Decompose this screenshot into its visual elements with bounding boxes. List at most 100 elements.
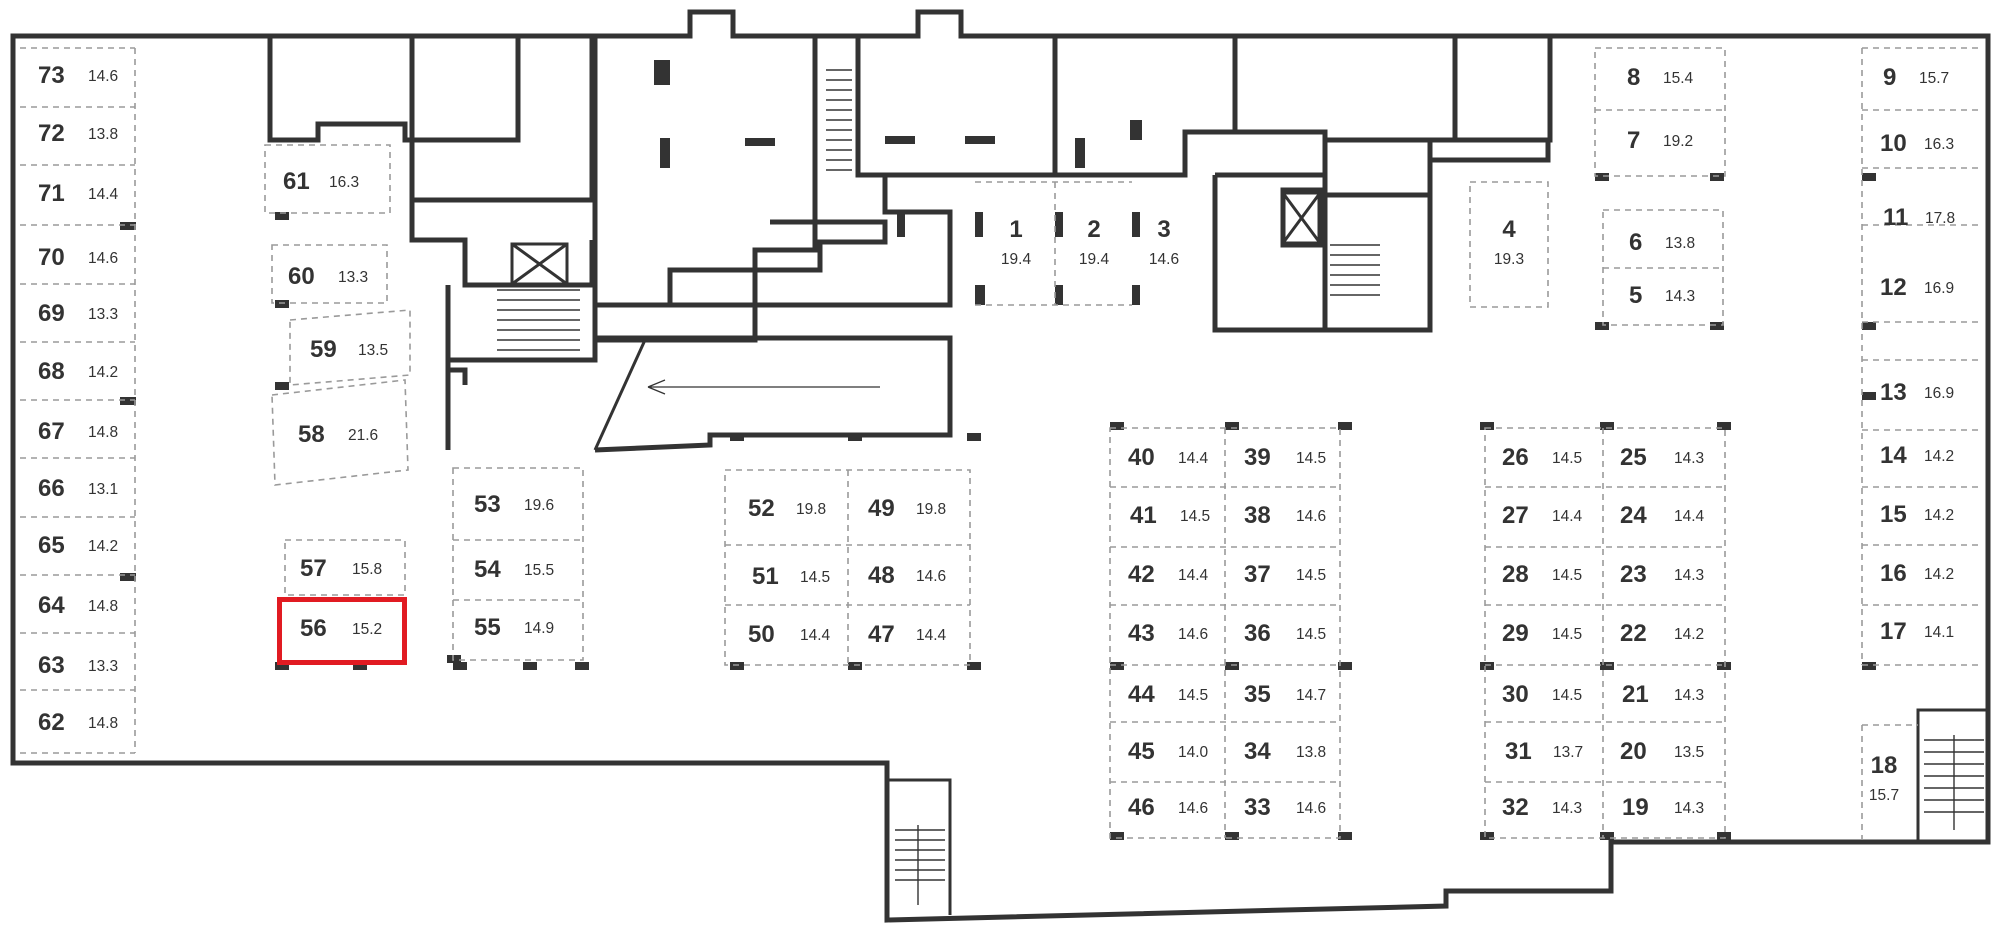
spot-number: 9 [1883,64,1897,91]
spot-area: 15.7 [1868,787,1900,804]
spot-number: 19 [1622,794,1649,821]
spot-number: 47 [868,621,895,648]
spot-number: 22 [1620,620,1647,647]
spot-area: 14.8 [88,598,119,615]
spot-area: 13.3 [338,269,369,286]
spot-number: 50 [748,621,775,648]
spot-area: 14.3 [1674,687,1705,704]
spot-number: 3 [1157,216,1171,243]
spot-number: 43 [1128,620,1155,647]
spot-number: 44 [1128,681,1155,708]
spot-number: 65 [38,532,65,559]
spot-number: 60 [288,263,315,290]
spot-area: 15.5 [524,562,555,579]
spot-area: 13.5 [1674,744,1705,761]
spot-area: 14.6 [88,250,119,267]
spot-area: 19.2 [1663,133,1694,150]
spot-area: 14.4 [1674,508,1705,525]
ramp [593,335,953,453]
spot-area: 14.5 [1180,508,1211,525]
spot-area: 14.9 [524,620,555,637]
spot-area: 14.3 [1552,800,1583,817]
spot-area: 14.2 [88,538,119,555]
spot-area: 16.3 [1924,136,1955,153]
spot-area: 14.6 [1296,800,1327,817]
spot-number: 72 [38,120,65,147]
spot-number: 69 [38,300,65,327]
spot-area: 14.5 [1552,626,1583,643]
spot-number: 10 [1880,130,1907,157]
spot-number: 30 [1502,681,1529,708]
stairs-left [497,289,580,351]
spot-area: 14.5 [1296,567,1327,584]
spot-number: 36 [1244,620,1271,647]
spot-number: 56 [300,615,327,642]
spot-number: 63 [38,652,65,679]
spot-number: 52 [748,495,775,522]
spot-area: 16.9 [1924,280,1955,297]
elevator-right [1281,191,1322,245]
stair-box-bottom [887,778,952,915]
spot-area: 13.3 [88,306,119,323]
spot-number: 41 [1130,502,1157,529]
spot-number: 46 [1128,794,1155,821]
spot-area: 14.4 [1552,508,1583,525]
parking-bay-lines [20,47,1980,840]
spot-number: 49 [868,495,895,522]
spot-area: 14.4 [800,627,831,644]
spot-area: 13.8 [1665,235,1696,252]
spot-area: 13.7 [1553,744,1584,761]
spot-area: 14.3 [1665,288,1696,305]
stair-box-right [1916,708,1988,842]
spot-area: 14.5 [1552,450,1583,467]
spot-area: 19.8 [796,501,827,518]
spot-area: 19.6 [524,497,555,514]
spot-area: 13.8 [88,126,119,143]
spot-area: 14.5 [1296,450,1327,467]
spot-number: 57 [300,555,327,582]
spot-area: 14.3 [1674,567,1705,584]
spot-number: 8 [1627,64,1641,91]
spot-area: 14.2 [1924,448,1955,465]
spot-area: 17.8 [1925,210,1956,227]
spot-area: 15.8 [352,561,383,578]
spot-number: 71 [38,180,65,207]
spot-number: 55 [474,614,501,641]
spot-area: 14.6 [916,568,947,585]
spot-area: 14.4 [88,186,119,203]
spot-number: 4 [1502,216,1516,243]
spot-area: 14.6 [88,68,119,85]
spot-area: 14.8 [88,424,119,441]
spot-number: 11 [1883,204,1909,231]
spot-area: 13.3 [88,658,119,675]
spot-number: 32 [1502,794,1529,821]
spot-area: 14.5 [1178,687,1209,704]
spot-number: 24 [1620,502,1647,529]
spot-number: 64 [38,592,65,619]
spot-number: 42 [1128,561,1155,588]
spot-number: 21 [1622,681,1649,708]
spot-number: 16 [1880,560,1907,587]
stairs-right-core [1330,244,1380,296]
outer-wall [10,9,1991,923]
spot-number: 73 [38,62,65,89]
spot-number: 18 [1870,752,1898,779]
spot-area: 14.6 [1178,800,1209,817]
spot-area: 15.4 [1663,70,1694,87]
spot-number: 7 [1627,127,1641,154]
spot-number: 37 [1244,561,1271,588]
spot-number: 17 [1880,618,1907,645]
spot-area: 15.2 [352,621,383,638]
spot-area: 13.5 [358,342,389,359]
spot-area: 15.7 [1919,70,1950,87]
spot-number: 39 [1244,444,1271,471]
spot-area: 13.1 [88,481,119,498]
stairs-bottom [895,825,945,905]
spot-area: 19.4 [1000,251,1032,268]
spot-area: 14.6 [1148,251,1180,268]
spot-area: 13.8 [1296,744,1327,761]
spot-area: 16.3 [329,174,360,191]
spot-number: 62 [38,709,65,736]
selected-spot-highlight [277,597,407,665]
elevator-left [510,242,569,286]
